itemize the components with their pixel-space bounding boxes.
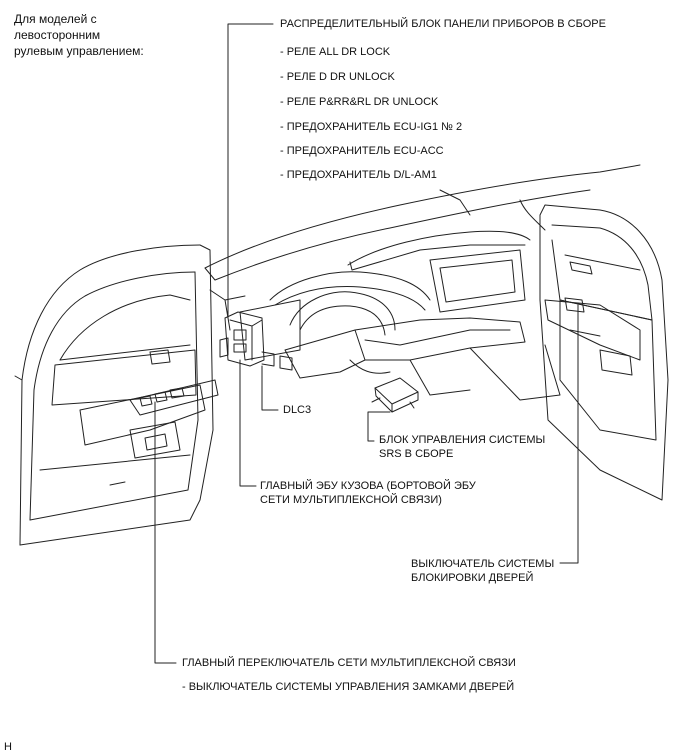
corner-mark: H: [4, 741, 12, 753]
lhd-note-line1: Для моделей с левосторонним: [14, 12, 101, 42]
junction-item-ecu-acc-fuse: - ПРЕДОХРАНИТЕЛЬ ECU-ACC: [280, 145, 444, 157]
junction-item-prrrl-dr-unlock: - РЕЛЕ P&RR&RL DR UNLOCK: [280, 96, 439, 108]
dashboard-drawing: [204, 164, 641, 401]
leader-multiplex-switch: [154, 401, 177, 664]
body-ecu-label: ГЛАВНЫЙ ЭБУ КУЗОВА (БОРТОВОЙ ЭБУ СЕТИ МУ…: [260, 479, 476, 507]
door-lock-switch-label-line1: ВЫКЛЮЧАТЕЛЬ СИСТЕМЫ: [411, 558, 555, 570]
junction-item-dl-am1-fuse: - ПРЕДОХРАНИТЕЛЬ D/L-AM1: [280, 169, 437, 181]
leader-door-lock-switch: [559, 304, 579, 564]
junction-block-drawing: [219, 311, 293, 371]
srs-ecu-label: БЛОК УПРАВЛЕНИЯ СИСТЕМЫ SRS В СБОРЕ: [379, 433, 545, 461]
multiplex-switch-item: - ВЫКЛЮЧАТЕЛЬ СИСТЕМЫ УПРАВЛЕНИЯ ЗАМКАМИ…: [182, 681, 515, 693]
leader-junction-block: [227, 23, 274, 319]
srs-ecu-label-line1: БЛОК УПРАВЛЕНИЯ СИСТЕМЫ: [379, 434, 546, 446]
body-ecu-label-line1: ГЛАВНЫЙ ЭБУ КУЗОВА (БОРТОВОЙ ЭБУ: [260, 480, 476, 492]
junction-block-label: РАСПРЕДЕЛИТЕЛЬНЫЙ БЛОК ПАНЕЛИ ПРИБОРОВ В…: [280, 18, 606, 30]
junction-item-d-dr-unlock: - РЕЛЕ D DR UNLOCK: [280, 71, 395, 83]
junction-item-all-dr-lock: - РЕЛЕ ALL DR LOCK: [280, 46, 391, 58]
srs-ecu-drawing: [371, 377, 419, 413]
dlc3-label: DLC3: [283, 404, 312, 416]
body-ecu-label-line2: СЕТИ МУЛЬТИПЛЕКСНОЙ СВЯЗИ): [260, 494, 442, 506]
leader-srs: [367, 411, 391, 442]
junction-item-ecu-ig1-fuse: - ПРЕДОХРАНИТЕЛЬ ECU-IG1 № 2: [280, 121, 463, 133]
leader-body-ecu: [239, 359, 257, 487]
left-door-drawing: [14, 244, 219, 546]
right-door-drawing: [539, 204, 669, 501]
door-lock-switch-label-line2: БЛОКИРОВКИ ДВЕРЕЙ: [411, 572, 534, 584]
multiplex-switch-label: ГЛАВНЫЙ ПЕРЕКЛЮЧАТЕЛЬ СЕТИ МУЛЬТИПЛЕКСНО…: [182, 657, 516, 669]
door-lock-switch-label: ВЫКЛЮЧАТЕЛЬ СИСТЕМЫ БЛОКИРОВКИ ДВЕРЕЙ: [411, 557, 554, 585]
lhd-note-line2: рулевым управлением:: [14, 44, 144, 58]
lhd-note: Для моделей с левосторонним рулевым упра…: [14, 11, 184, 59]
leader-lines: [154, 23, 579, 664]
srs-ecu-label-line2: SRS В СБОРЕ: [379, 448, 454, 460]
leader-dlc3: [261, 365, 279, 411]
